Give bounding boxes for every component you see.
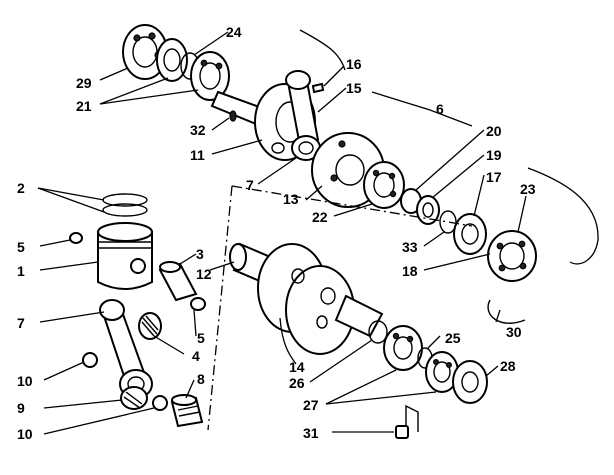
seal-29 [452,360,488,404]
bearing-27 [383,325,423,371]
crank-pin-8 [170,394,204,428]
washer-10-lower [152,395,168,411]
seal-21 [156,38,188,82]
label-16: 16 [346,56,362,72]
key-31 [229,110,237,122]
bearing-27b [425,351,459,393]
label-10-lower: 10 [17,426,33,442]
piston-1 [97,222,153,290]
bearing-23 [487,230,537,282]
label-11: 11 [190,147,205,163]
label-5-right: 5 [197,330,205,346]
label-20: 20 [486,123,502,139]
label-26: 26 [289,375,305,391]
pin-16 [311,82,325,94]
label-32: 31 [303,425,319,441]
label-18: 18 [402,263,418,279]
label-21: 21 [76,98,92,114]
label-10-upper: 10 [17,373,33,389]
label-8: 8 [197,371,205,387]
label-29: 28 [500,358,516,374]
assembly-frame-left [207,185,233,431]
bearing-22 [363,161,405,209]
label-7-left: 7 [17,315,25,331]
piston-assembly [69,193,206,428]
label-4: 4 [192,348,200,364]
dowel-32 [395,404,419,439]
label-14: 14 [289,359,305,375]
lower-crankshaft-assembly [207,185,488,439]
label-27: 27 [303,397,319,413]
label-5-left: 5 [17,239,25,255]
label-33: 33 [402,239,418,255]
label-2: 2 [17,180,25,196]
label-30: 30 [506,324,522,340]
o-ring-26 [368,320,388,344]
label-28: 29 [76,75,92,91]
needle-bearing-9 [120,386,148,410]
label-13: 13 [283,191,299,207]
top-connecting-rod [285,70,321,161]
circlip-5-left [69,232,83,244]
washer-10-upper [82,352,98,368]
label-19: 19 [486,147,502,163]
seal-17 [453,213,487,255]
wrist-pin-3 [158,261,198,302]
ring-33 [439,210,457,234]
label-12: 12 [196,266,212,282]
piston-ring-lower [102,203,148,217]
circlip-30 [487,299,526,324]
label-9: 9 [17,400,25,416]
circlip-5-right [190,297,206,311]
bearing-21 [190,51,230,101]
label-3: 3 [196,246,204,262]
label-6: 6 [436,101,444,117]
assembly-frame-top [231,185,473,227]
label-24: 24 [226,24,242,40]
leader-lines [37,29,599,435]
top-crankshaft-assembly [122,24,537,324]
label-25: 25 [445,330,461,346]
label-15: 15 [346,80,362,96]
label-31: 32 [190,122,206,138]
label-7-top: 7 [246,177,254,193]
crank-flywheel-14 [257,243,355,355]
label-1: 1 [17,263,25,279]
label-23: 23 [520,181,536,197]
needle-bearing-4 [138,312,162,340]
label-22: 22 [312,209,328,225]
label-17: 17 [486,169,502,185]
part-labels: 29 21 24 16 15 6 32 11 7 13 22 20 19 17 … [17,24,536,442]
seal-19 [416,195,440,225]
